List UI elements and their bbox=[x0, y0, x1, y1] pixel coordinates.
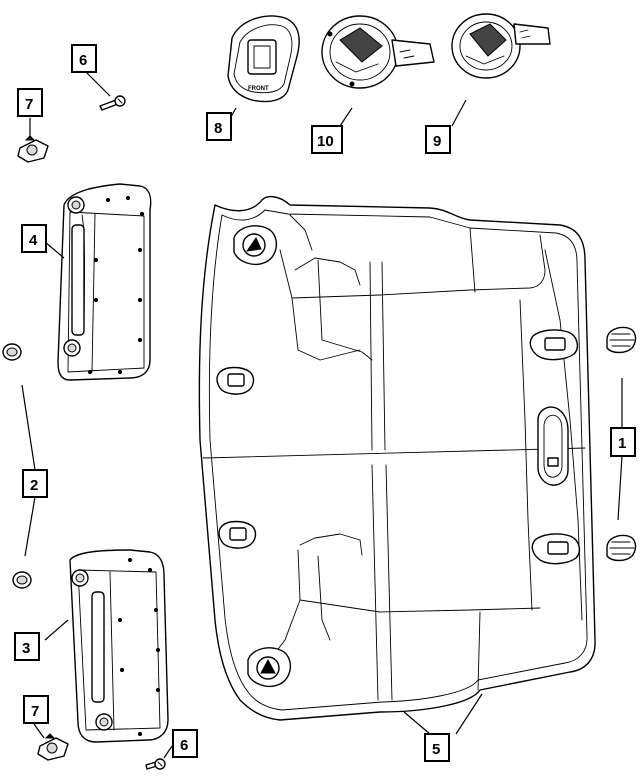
svg-text:1: 1 bbox=[618, 435, 626, 452]
svg-text:6: 6 bbox=[79, 52, 87, 69]
clip-upper bbox=[606, 326, 637, 354]
svg-text:7: 7 bbox=[31, 703, 39, 720]
callout-3: 3 bbox=[14, 632, 40, 661]
callout-6-bottom: 6 bbox=[172, 729, 198, 758]
svg-text:10: 10 bbox=[317, 133, 334, 150]
svg-text:5: 5 bbox=[432, 741, 440, 758]
retainer-clip-lower bbox=[37, 733, 69, 761]
visor-mount-upper bbox=[233, 225, 277, 266]
sun-visor-lower bbox=[69, 549, 169, 743]
retainer-clip-upper bbox=[17, 135, 49, 163]
callout-8: 8 bbox=[206, 112, 232, 141]
clip-lower bbox=[606, 534, 637, 562]
lamp-housing-9 bbox=[451, 13, 551, 79]
callout-1: 1 bbox=[610, 427, 636, 457]
callout-7-top: 7 bbox=[17, 88, 43, 117]
lamp-housing-10 bbox=[321, 15, 435, 89]
svg-text:7: 7 bbox=[25, 96, 33, 113]
sun-visor-upper bbox=[57, 183, 152, 381]
callout-6-top: 6 bbox=[71, 44, 97, 73]
callout-2: 2 bbox=[22, 469, 48, 498]
svg-text:3: 3 bbox=[22, 640, 30, 657]
svg-text:4: 4 bbox=[29, 232, 38, 249]
hook-lower bbox=[12, 571, 32, 589]
visor-mount-lower bbox=[247, 647, 291, 688]
svg-text:6: 6 bbox=[180, 737, 188, 754]
svg-text:8: 8 bbox=[214, 120, 222, 137]
svg-text:2: 2 bbox=[30, 477, 38, 494]
front-mark-text: FRONT bbox=[248, 86, 269, 92]
callout-4: 4 bbox=[21, 224, 47, 253]
callout-9: 9 bbox=[425, 125, 451, 154]
dome-cover: FRONT bbox=[227, 15, 300, 103]
callout-5: 5 bbox=[424, 733, 450, 762]
screw-upper bbox=[99, 95, 126, 111]
hook-upper bbox=[2, 343, 22, 361]
headliner-panel bbox=[198, 195, 596, 721]
callout-10: 10 bbox=[311, 125, 343, 154]
svg-text:9: 9 bbox=[433, 133, 441, 150]
screw-lower bbox=[145, 758, 166, 770]
callout-7-bottom: 7 bbox=[23, 695, 49, 724]
